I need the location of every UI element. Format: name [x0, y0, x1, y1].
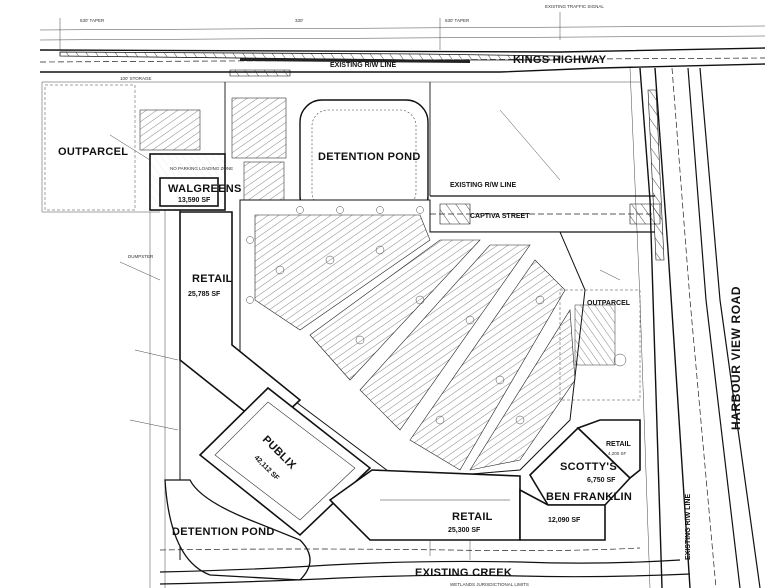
walgreens-label: WALGREENS: [168, 183, 242, 195]
storage-note: 100' STORAGE: [120, 76, 152, 81]
walgreens-area: 13,590 SF: [178, 197, 211, 204]
kings-highway-road: [39, 18, 766, 77]
existing-rw-line-mid-label: EXISTING R/W LINE: [450, 182, 516, 189]
detention-pond-top-label: DETENTION POND: [318, 151, 421, 163]
detention-pond-top: [299, 99, 429, 219]
taper-1-note: 630' TAPER: [80, 18, 105, 23]
dim-1-note: 330': [295, 18, 304, 23]
detention-pond-bottom: [164, 479, 311, 581]
harbour-view-road-label: HARBOUR VIEW ROAD: [729, 286, 743, 430]
outparcel-left: [44, 84, 136, 211]
wetlands-note: WETLANDS JURISDICTIONAL LIMITS: [450, 582, 529, 587]
outparcel-right: [559, 289, 641, 401]
kings-highway-label: KINGS HIGHWAY: [513, 54, 607, 66]
existing-rw-line-top-label: EXISTING R/W LINE: [330, 62, 396, 69]
annotation-leaders: [109, 12, 621, 560]
captiva-street: [430, 195, 661, 233]
main-parking-lot: [239, 199, 586, 481]
retail-east-label: RETAIL: [606, 441, 631, 448]
harbour-view-road: [629, 67, 761, 588]
walgreens-building: [149, 153, 226, 211]
existing-rw-line-right-label: EXISTING R/W LINE: [685, 494, 692, 560]
retail-west-label: RETAIL: [192, 273, 233, 285]
retail-east-area: 4,200 SF: [608, 451, 627, 456]
retail-west-area: 25,785 SF: [188, 291, 221, 298]
dumpster-note: DUMPSTER: [128, 254, 154, 259]
retail-east-building: [576, 419, 641, 480]
taper-2-note: 630' TAPER: [445, 18, 470, 23]
outparcel-label: OUTPARCEL: [58, 146, 128, 158]
existing-creek-label: EXISTING CREEK: [415, 567, 512, 579]
ben-franklin-building: [519, 488, 606, 541]
retail-south-building: [328, 469, 521, 541]
detention-pond-bottom-label: DETENTION POND: [172, 526, 275, 538]
traffic-signal-note: EXISTING TRAFFIC SIGNAL: [545, 4, 604, 9]
retail-south-area: 25,300 SF: [448, 527, 481, 534]
no-parking-note: NO PARKING LOADING ZONE: [170, 166, 233, 171]
publix-building: [198, 386, 372, 537]
captiva-street-label: CAPTIVA STREET: [470, 213, 530, 220]
existing-creek: [159, 547, 691, 585]
parking-north: [139, 97, 287, 203]
retail-south-label: RETAIL: [452, 511, 493, 523]
retail-west-building: [179, 211, 302, 432]
scottys-label: SCOTTY'S: [560, 461, 617, 473]
scottys-area: 6,750 SF: [587, 477, 616, 484]
outparcel-right-label: OUTPARCEL: [587, 300, 631, 307]
scottys-building: [528, 426, 632, 506]
ben-franklin-label: BEN FRANKLIN: [546, 491, 632, 503]
ben-franklin-area: 12,090 SF: [548, 517, 581, 524]
